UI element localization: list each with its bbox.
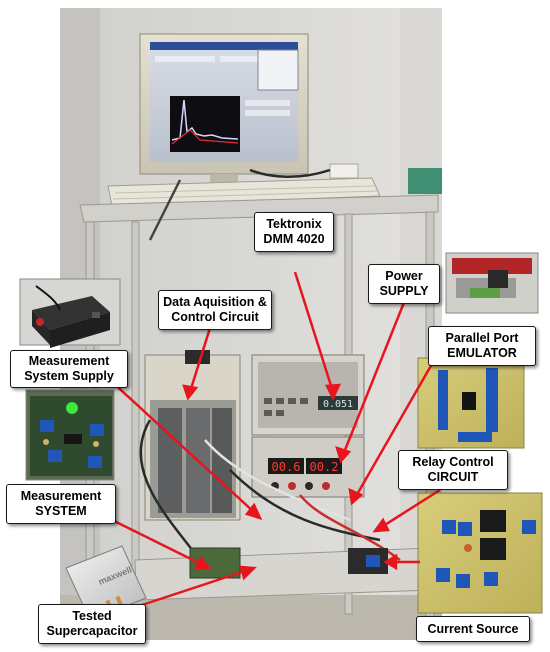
keyboard [107,177,381,207]
waveform-plot [170,96,240,152]
supply-reading-right: 00.2 [310,460,339,474]
label-power-supply: Power SUPPLY [368,264,440,304]
label-parallel-line2: EMULATOR [447,346,517,360]
green-box [408,168,442,194]
daq-chassis [144,350,241,521]
label-supercap-line2: Supercapacitor [46,624,138,638]
dmm-display [318,396,358,410]
label-msystem-line2: SYSTEM [35,504,87,518]
label-current-line1: Current Source [427,621,519,636]
label-power-line1: Power [385,269,423,283]
label-parallel-port: Parallel Port EMULATOR [428,326,536,366]
relay-2 [480,538,506,560]
led-indicator [66,402,78,414]
label-daq-control: Data Aquisition & Control Circuit [158,290,272,330]
label-daq-line1: Data Aquisition & [163,295,267,309]
label-msupply-line2: System Supply [24,369,114,383]
inset-relay-pcb [417,492,543,614]
inset-measurement-pcb [25,389,115,481]
label-measurement-system: Measurement SYSTEM [6,484,116,524]
label-measurement-supply: Measurement System Supply [10,350,128,388]
ic-chip [462,392,476,410]
inset-measurement-supply [19,278,121,348]
dmm-reading: 0.051 [323,399,353,410]
supply-reading-left: 00.6 [272,460,301,474]
relay-1 [480,510,506,532]
label-relay-line1: Relay Control [412,455,494,469]
label-current-source: Current Source [416,616,530,642]
inset-parallel-pcb [417,357,525,449]
annotation-arrows [109,271,442,607]
inset-parallel-port [445,252,539,314]
label-parallel-line1: Parallel Port [445,331,519,345]
supply-display-left [268,458,304,474]
label-tested-supercapacitor: Tested Supercapacitor [38,604,146,644]
label-power-line2: SUPPLY [379,284,429,298]
label-relay-control: Relay Control CIRCUIT [398,450,508,490]
monitor [139,33,309,182]
label-relay-line2: CIRCUIT [427,470,479,484]
tektronix-dmm: 0.051 [251,354,365,436]
label-msupply-line1: Measurement [28,354,110,368]
supply-display-right [306,458,342,474]
label-tektronix-line1: Tektronix [266,217,322,231]
label-msystem-line1: Measurement [20,489,102,503]
label-supercap-line1: Tested [72,609,112,623]
label-tektronix-dmm: Tektronix DMM 4020 [254,212,334,252]
label-daq-line2: Control Circuit [171,310,259,324]
cables [139,168,401,562]
label-tektronix-line2: DMM 4020 [263,232,325,246]
